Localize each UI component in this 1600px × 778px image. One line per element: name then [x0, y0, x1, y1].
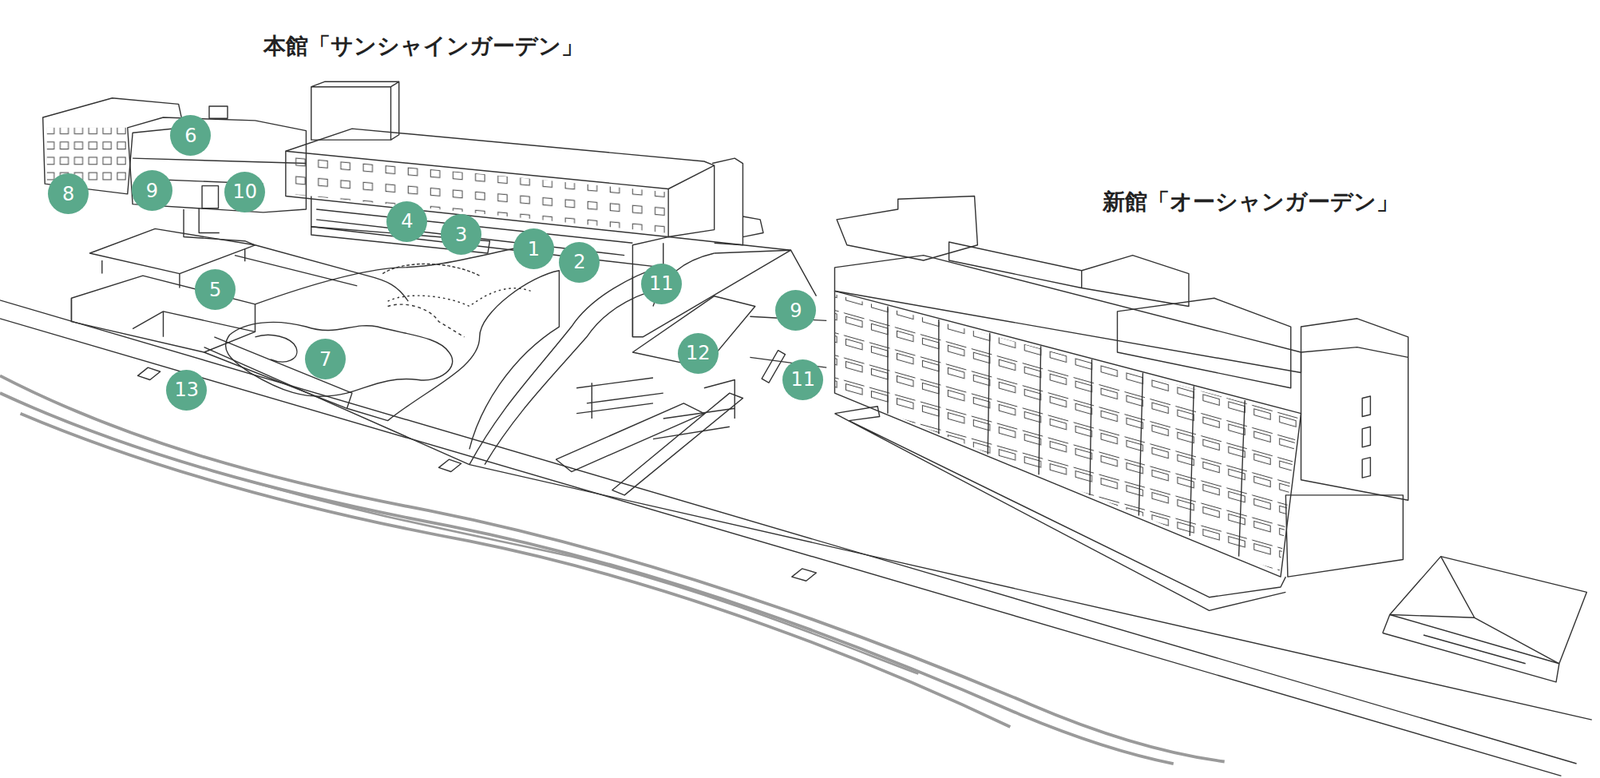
drawing-line — [653, 379, 735, 439]
callout-number: 9 — [775, 289, 816, 331]
callout-text: 11 — [649, 273, 674, 294]
drawing-line — [949, 241, 1082, 289]
building-name: 新館「オーシャンガーデン」 — [1099, 186, 1402, 218]
drawing-line — [225, 321, 453, 397]
drawing-line — [245, 479, 919, 674]
callout-text: 9 — [146, 181, 159, 201]
drawing-line — [576, 377, 664, 419]
callout-number: 10 — [224, 171, 266, 213]
callout-number: 12 — [677, 332, 719, 374]
callout-text: 12 — [685, 343, 711, 363]
callout-number: 13 — [166, 369, 207, 411]
callout-number: 6 — [170, 114, 211, 156]
drawing-line — [1301, 347, 1409, 358]
drawing-line — [311, 195, 664, 267]
drawing-line — [89, 228, 255, 274]
drawing-line — [127, 117, 307, 213]
drawing-line — [1285, 495, 1403, 577]
new-building — [834, 195, 1408, 610]
callout-number: 5 — [194, 269, 236, 310]
callout-number: 7 — [304, 338, 346, 380]
drawing-line — [1382, 613, 1560, 682]
callout-number: 11 — [641, 263, 682, 305]
drawing-line — [289, 154, 666, 233]
drawing-line — [347, 270, 560, 450]
drawing-line — [834, 290, 1301, 577]
drawing-line — [887, 305, 1245, 556]
callout-text: 2 — [573, 252, 586, 272]
callout-number: 9 — [131, 170, 173, 211]
drawing-line — [834, 406, 1286, 611]
drawing-line — [556, 403, 705, 472]
drawing-line — [388, 288, 531, 307]
drawing-line — [834, 293, 1298, 572]
callout-text: 13 — [174, 380, 200, 400]
drawing-line — [1116, 297, 1291, 388]
drawing-line — [20, 413, 1011, 727]
drawing-line — [311, 81, 400, 140]
callout-number: 3 — [440, 213, 482, 255]
drawing-line — [0, 318, 1561, 777]
line-drawing — [0, 81, 1593, 776]
callout-number: 8 — [47, 173, 89, 214]
drawing-line — [469, 265, 664, 464]
road-lines — [0, 300, 1593, 777]
callout-text: 8 — [62, 184, 75, 204]
drawing-line — [234, 245, 408, 301]
drawing-line — [714, 249, 817, 297]
drawing-line — [132, 311, 255, 337]
drawing-line — [712, 158, 743, 246]
callout-text: 1 — [527, 239, 540, 259]
callout-number: 11 — [782, 359, 824, 400]
callout-text: 5 — [209, 280, 222, 300]
callout-text: 9 — [789, 300, 802, 321]
drawing-line — [255, 245, 531, 305]
callout-text: 4 — [400, 211, 413, 231]
drawing-line — [382, 263, 480, 276]
drawing-line — [183, 209, 255, 246]
drawing-line — [201, 186, 218, 209]
central-pavilion — [556, 237, 828, 496]
drawing-line — [761, 350, 785, 384]
drawing-line — [285, 128, 715, 237]
callout-text: 3 — [455, 225, 468, 245]
drawing-line — [1301, 318, 1409, 500]
drawing-line — [612, 392, 744, 496]
drawing-line — [632, 237, 791, 337]
callout-number: 1 — [513, 228, 555, 270]
callout-text: 10 — [232, 182, 258, 202]
main-building-west — [43, 98, 307, 234]
callout-text: 7 — [319, 349, 332, 369]
drawing-line — [836, 195, 978, 261]
callout-number: 2 — [558, 241, 600, 283]
drawing-line — [1081, 255, 1189, 307]
drawing-line — [255, 334, 298, 362]
drawing-line — [198, 208, 220, 234]
drawing-line — [138, 367, 817, 581]
drawing-line — [632, 296, 755, 368]
building-name: 本館「サンシャインガーデン」 — [260, 31, 587, 62]
hut-roof — [1382, 556, 1588, 682]
callout-number: 4 — [386, 201, 428, 242]
drawing-line — [1362, 396, 1371, 478]
drawing-line — [742, 216, 764, 238]
drawing-line — [388, 304, 465, 337]
drawing-line — [0, 300, 1577, 764]
drawing-line — [311, 87, 392, 140]
drawing-line — [1390, 556, 1560, 664]
drawing-line — [667, 189, 669, 238]
callout-text: 11 — [791, 369, 816, 389]
callout-text: 6 — [184, 126, 197, 146]
drawing-line — [484, 285, 674, 465]
drawing-line — [209, 106, 228, 119]
drawing-line — [71, 297, 72, 321]
drawing-line — [1390, 556, 1588, 664]
